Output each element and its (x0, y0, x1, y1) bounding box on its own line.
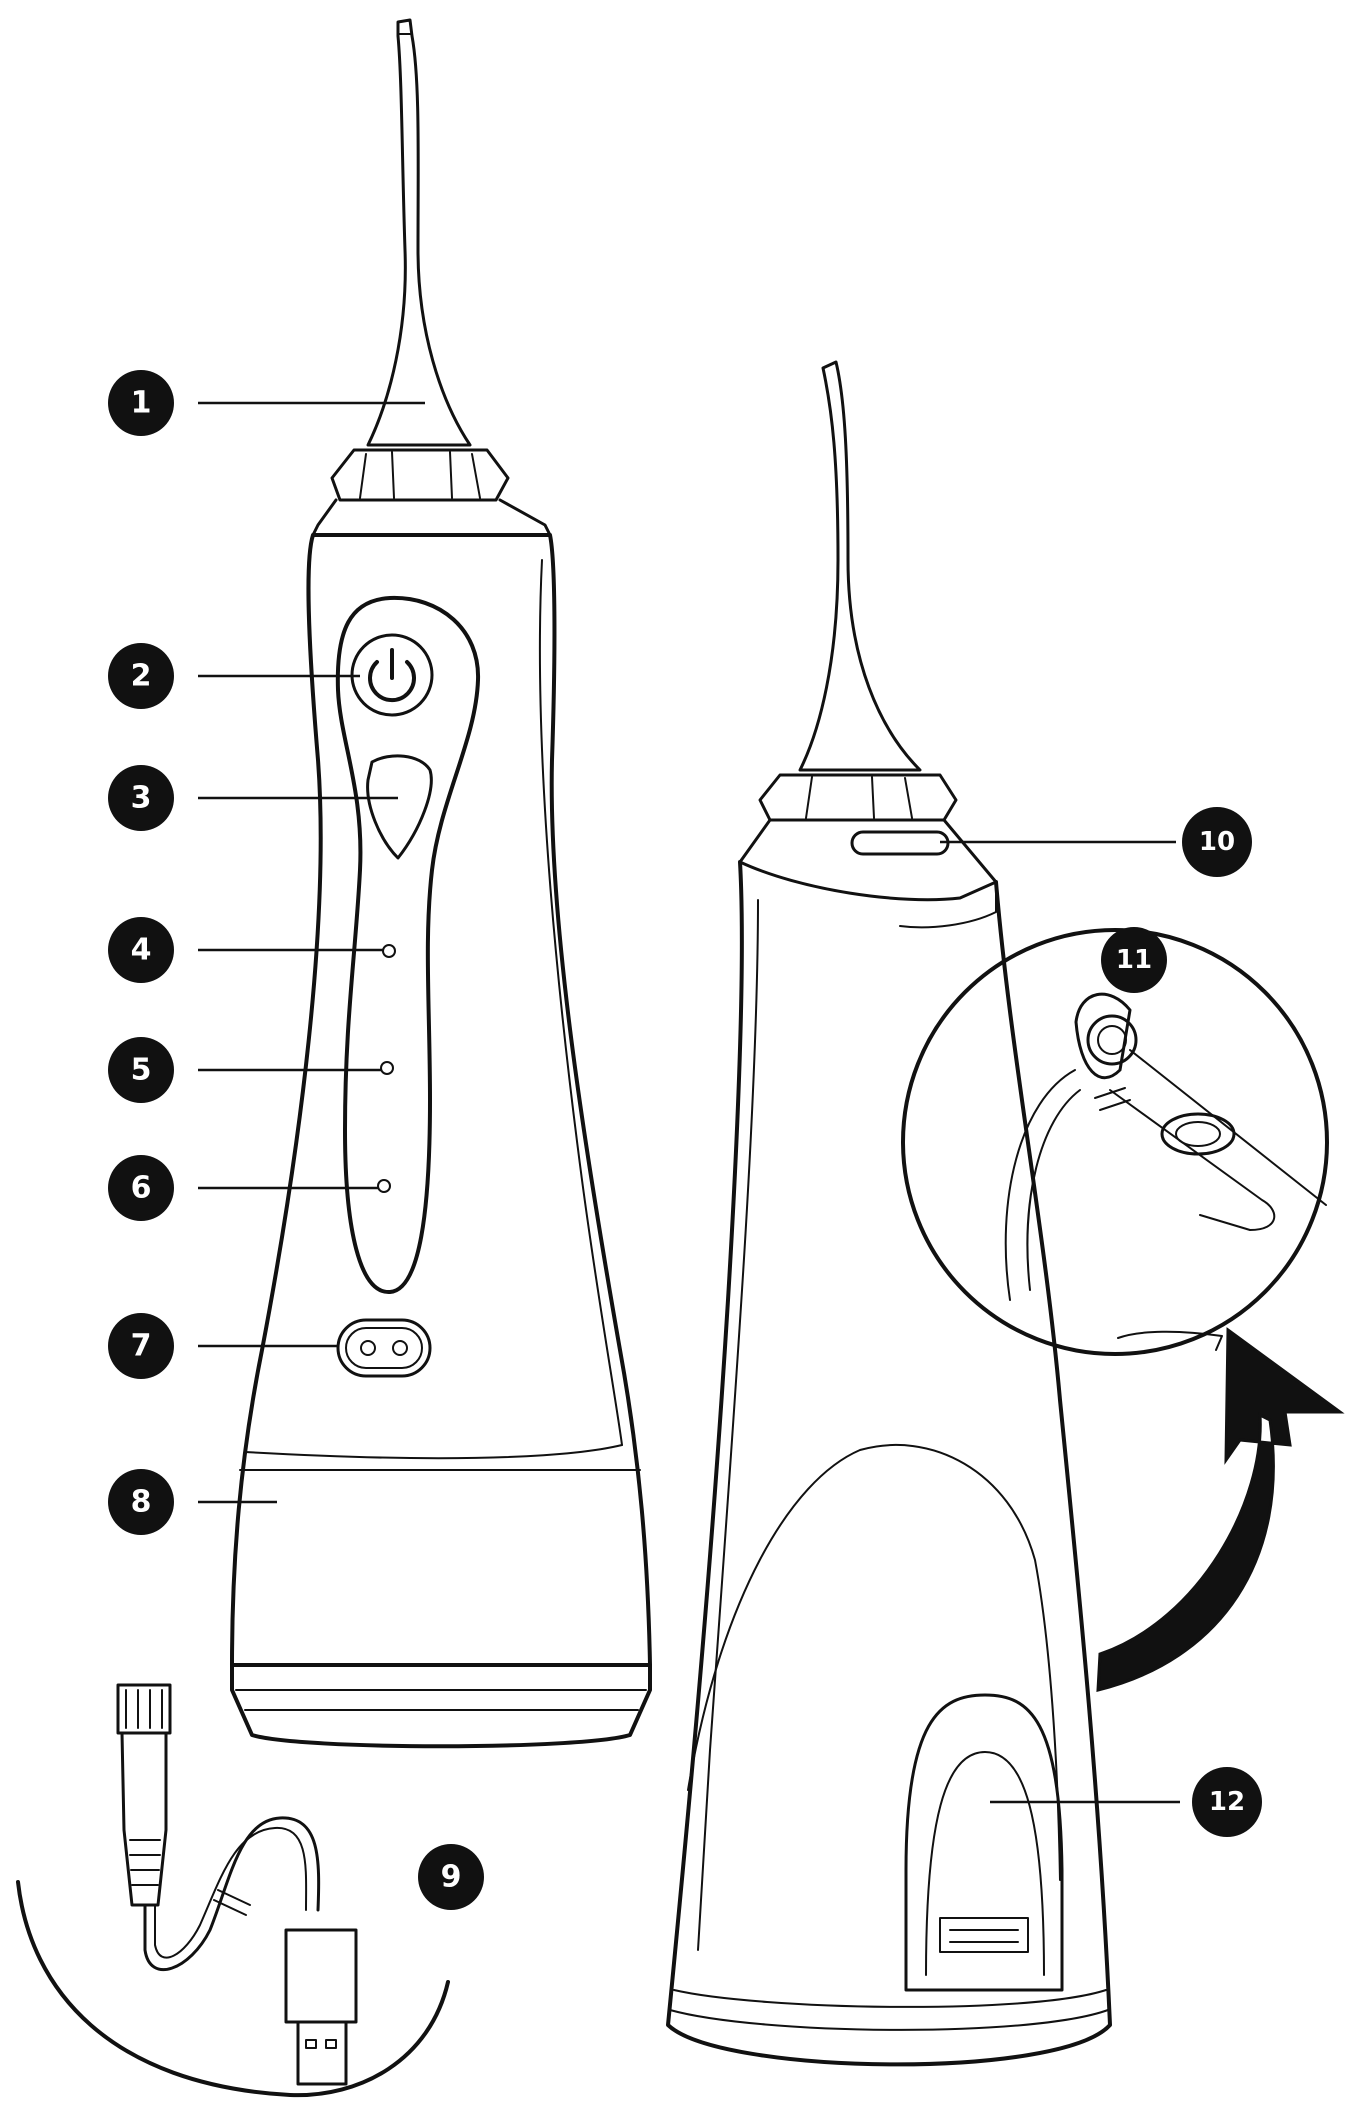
back-body (666, 860, 1112, 2067)
callout-label-9: 9 (441, 1860, 462, 1895)
callout-9: 9 (418, 1844, 484, 1910)
back-view-device (666, 360, 1112, 2067)
mode-button (366, 754, 433, 860)
callout-label-5: 5 (131, 1053, 152, 1088)
back-nozzle-tip (798, 360, 922, 772)
callout-10: 10 (1182, 807, 1252, 877)
nozzle-release-button (850, 830, 950, 856)
callout-label-1: 1 (131, 386, 152, 421)
callout-7: 7 (108, 1313, 174, 1379)
leader-lines (198, 401, 1180, 1804)
callout-label-11: 11 (1116, 945, 1152, 975)
callout-1: 1 (108, 370, 174, 436)
callout-2: 2 (108, 643, 174, 709)
callout-label-6: 6 (131, 1171, 152, 1206)
water-inlet (904, 1693, 1064, 1992)
indicator-light-4 (382, 944, 396, 958)
charging-port (336, 1318, 432, 1378)
callout-label-2: 2 (131, 659, 152, 694)
callout-6: 6 (108, 1155, 174, 1221)
callout-label-7: 7 (131, 1329, 152, 1364)
callout-12: 12 (1192, 1767, 1262, 1837)
callout-3: 3 (108, 765, 174, 831)
callout-label-3: 3 (131, 781, 152, 816)
callout-8: 8 (108, 1469, 174, 1535)
magnified-inset (901, 928, 1329, 1356)
callout-label-4: 4 (131, 933, 152, 968)
nozzle-collar (330, 448, 510, 502)
callout-4: 4 (108, 917, 174, 983)
callout-label-8: 8 (131, 1485, 152, 1520)
indicator-light-5 (380, 1061, 394, 1075)
callout-label-10: 10 (1199, 827, 1235, 857)
nozzle-tip (366, 18, 472, 447)
usb-charging-cable (16, 1683, 450, 2098)
indicator-light-6 (377, 1179, 391, 1193)
front-view-device (230, 18, 652, 1749)
power-button (350, 633, 434, 717)
water-tank-base (230, 1663, 652, 1749)
handle-body (230, 533, 652, 1667)
control-panel (335, 595, 481, 1295)
magnify-arrow (1096, 1327, 1345, 1692)
callout-5: 5 (108, 1037, 174, 1103)
callout-label-12: 12 (1209, 1787, 1245, 1817)
callout-11: 11 (1101, 927, 1167, 993)
